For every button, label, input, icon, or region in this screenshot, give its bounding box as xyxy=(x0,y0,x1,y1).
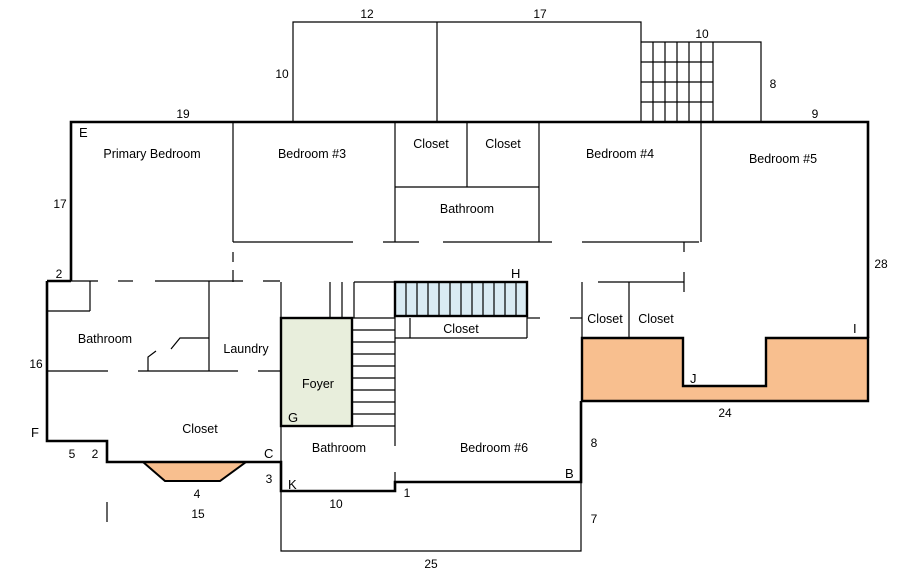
interior-walls xyxy=(47,122,702,552)
dim-16: 16 xyxy=(29,357,43,371)
dim-9: 9 xyxy=(812,107,819,121)
dim-17-top: 17 xyxy=(533,7,547,21)
bay-window-area xyxy=(140,461,250,482)
dim-4: 4 xyxy=(194,487,201,501)
dim-7: 7 xyxy=(591,512,598,526)
right-orange-area xyxy=(580,336,870,403)
dim-10-bottom: 10 xyxy=(329,497,343,511)
dim-12: 12 xyxy=(360,7,374,21)
room-bedroom-5: Bedroom #5 xyxy=(749,152,817,166)
dimension-labels: 12 17 10 10 8 19 9 17 2 28 16 5 2 4 15 3… xyxy=(29,7,888,571)
room-bathroom-top: Bathroom xyxy=(440,202,494,216)
point-e: E xyxy=(79,125,88,140)
point-h: H xyxy=(511,266,520,281)
dim-24: 24 xyxy=(718,406,732,420)
room-closet-right-2: Closet xyxy=(638,312,674,326)
upper-addition-walls xyxy=(292,21,762,122)
dim-2: 2 xyxy=(56,267,63,281)
room-bathroom-bottom: Bathroom xyxy=(312,441,366,455)
point-b: B xyxy=(565,466,574,481)
dim-2-bottom: 2 xyxy=(92,447,99,461)
room-closet-right-1: Closet xyxy=(587,312,623,326)
room-bathroom-left: Bathroom xyxy=(78,332,132,346)
point-f: F xyxy=(31,425,39,440)
dim-15: 15 xyxy=(191,507,205,521)
point-i: I xyxy=(853,321,857,336)
dim-5: 5 xyxy=(69,447,76,461)
point-c: C xyxy=(264,446,273,461)
point-j: J xyxy=(690,371,697,386)
room-bedroom-6: Bedroom #6 xyxy=(460,441,528,455)
point-g: G xyxy=(288,410,298,425)
room-labels: Primary Bedroom Bedroom #3 Closet Closet… xyxy=(78,137,817,455)
dim-17-left: 17 xyxy=(53,197,67,211)
dim-3: 3 xyxy=(266,472,273,486)
dim-1: 1 xyxy=(404,486,411,500)
dim-10-top: 10 xyxy=(695,27,709,41)
room-bedroom-4: Bedroom #4 xyxy=(586,147,654,161)
room-closet-mid: Closet xyxy=(443,322,479,336)
stair-treads-blue xyxy=(405,282,517,316)
dim-8-top: 8 xyxy=(770,77,777,91)
point-k: K xyxy=(288,477,297,492)
room-closet-left: Closet xyxy=(182,422,218,436)
dim-10-side: 10 xyxy=(275,67,289,81)
room-closet-top-1: Closet xyxy=(413,137,449,151)
room-closet-top-2: Closet xyxy=(485,137,521,151)
point-labels: E F C K G H I J B xyxy=(31,125,857,492)
dim-28: 28 xyxy=(874,257,888,271)
room-foyer: Foyer xyxy=(302,377,334,391)
room-laundry: Laundry xyxy=(223,342,269,356)
dim-8-right: 8 xyxy=(591,436,598,450)
room-bedroom-3: Bedroom #3 xyxy=(278,147,346,161)
room-primary-bedroom: Primary Bedroom xyxy=(103,147,200,161)
dim-25: 25 xyxy=(424,557,438,571)
outer-walls xyxy=(45,120,870,493)
dim-19: 19 xyxy=(176,107,190,121)
